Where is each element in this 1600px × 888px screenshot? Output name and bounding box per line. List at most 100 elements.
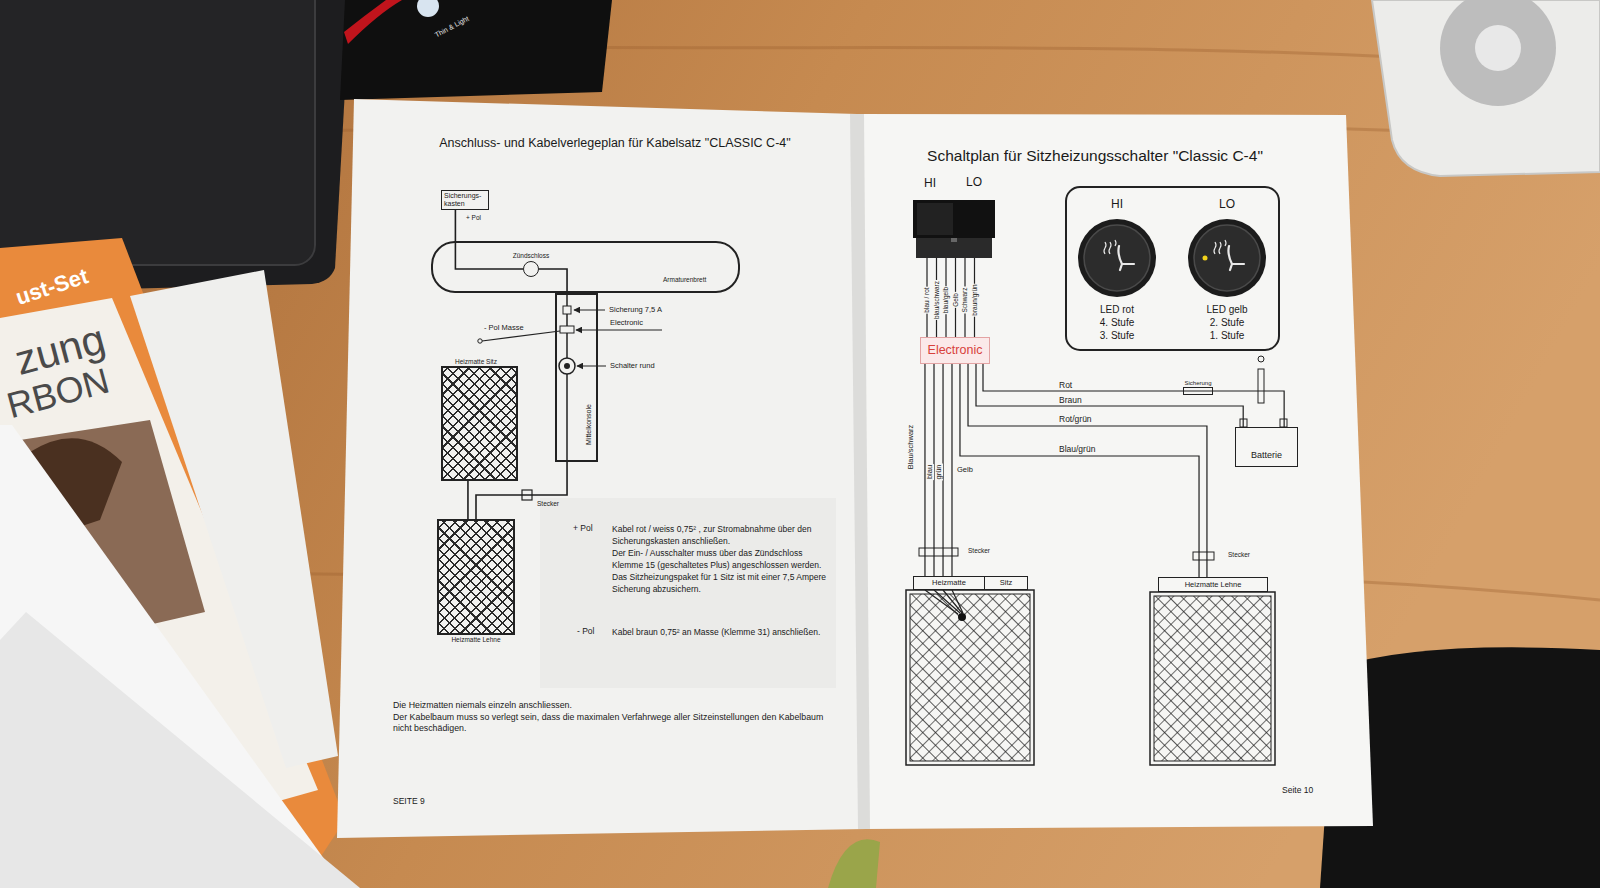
laptop-deck [0, 0, 315, 265]
mug-rim [828, 839, 880, 888]
switch-base [916, 236, 992, 258]
node-label: Sitz [985, 577, 1027, 589]
switch-pins [927, 258, 975, 337]
switch-rocker [913, 200, 995, 238]
wire [455, 210, 523, 269]
note-text: Der Ein- / Ausschalter muss über das Zün… [612, 547, 830, 571]
wire-color-label: Braun [1058, 395, 1083, 405]
open-booklet [337, 99, 1373, 838]
back-mat-drawing [1150, 592, 1275, 765]
connector-label: Stecker [968, 547, 990, 555]
battery: Batterie [1235, 427, 1298, 467]
switch-rocker-face [917, 203, 953, 235]
music-player [1372, 0, 1600, 176]
node-label: Heizmatte Sitz [455, 358, 497, 366]
node-label: Zündschloss [513, 252, 550, 260]
pin-wire-label: blau/schwarz [933, 280, 941, 320]
pin-wire-label: braun/grün [971, 283, 979, 316]
node-label: Sicherung [1184, 380, 1211, 387]
terminal-label: - Pol [577, 626, 594, 636]
connector-label: Stecker [1228, 551, 1250, 559]
ground-wire [482, 331, 560, 341]
cable-sleeve [1258, 369, 1264, 403]
wire [951, 364, 952, 576]
wire [467, 481, 469, 519]
wire [976, 364, 1243, 427]
center-button [1475, 25, 1521, 71]
connector-label: Stecker [537, 500, 559, 508]
page-title: Anschluss- und Kabelverlegeplan für Kabe… [400, 136, 830, 151]
battery-terminal [1280, 419, 1287, 427]
fuse-element [1184, 388, 1212, 394]
button-face [1078, 219, 1156, 297]
callout-label: Sicherung 7,5 A [609, 305, 662, 314]
rocker-switch [913, 200, 995, 337]
seat-icon [1118, 246, 1134, 270]
node-label: Mittelkonsole [585, 404, 593, 445]
left-page [337, 99, 866, 838]
wire-color-label: Gelb [956, 465, 974, 474]
mat-outline [1150, 592, 1275, 765]
node-label: HI [1111, 197, 1123, 211]
switch-label: HI [924, 176, 936, 190]
node-label: Heizmatte Lehne [451, 636, 500, 644]
wire-color-label: blau [926, 464, 934, 480]
leader-arrow [577, 366, 606, 367]
note-text: Die Heizmatten niemals einzeln anschlies… [393, 700, 843, 712]
dashboard-outline: ArmaturenbrettZündschloss [431, 241, 740, 293]
center-console: Mittelkonsole [555, 293, 598, 462]
fuse-symbol [563, 306, 571, 314]
connector-symbol [1193, 552, 1214, 560]
wire-color-label: Rot [1058, 380, 1073, 390]
bleed-through-shade [540, 498, 836, 688]
node-label: LED rot 4. Stufe 3. Stufe [1095, 303, 1139, 342]
mat-header: Heizmatte Lehne [1158, 577, 1268, 592]
wire [1213, 391, 1284, 427]
wire-color-label: Rot/grün [1058, 414, 1093, 424]
button-rim [1078, 219, 1156, 297]
terminal-label: + Pol [466, 214, 481, 222]
button-face [1188, 219, 1266, 297]
node-label: Batterie [1251, 450, 1282, 461]
node-label: LO [1219, 197, 1235, 211]
node-label: Heizmatte Lehne [1185, 580, 1242, 589]
mat-outline [906, 590, 1034, 765]
note-text: Kabel braun 0,75² an Masse (Klemme 31) a… [612, 626, 830, 638]
console-wire [566, 293, 568, 462]
wire-color-label: Blau/grün [1058, 444, 1096, 454]
wire [539, 269, 567, 293]
mat-junction [958, 613, 966, 621]
brochures [0, 238, 360, 888]
round-switch-symbol [559, 358, 575, 374]
wire [983, 364, 1183, 391]
text-column: Die Heizmatten niemals einzeln anschlies… [393, 700, 843, 735]
note-text: Der Kabelbaum muss so verlegt sein, dass… [393, 712, 843, 735]
round-switch-center [564, 363, 570, 369]
page-number: Seite 10 [1282, 785, 1313, 795]
callout-label: Electronic [610, 318, 643, 327]
box-lid [340, 0, 612, 100]
button-rim [1188, 219, 1266, 297]
node-label: Sicherungs- kasten [444, 192, 486, 208]
grey-sheet [0, 612, 360, 888]
button-ring [1194, 225, 1260, 291]
electronic-box: Electronic [920, 337, 990, 364]
brochure-print: ust-Set [13, 263, 92, 311]
heating-mat: Heizmatte Sitz [441, 366, 518, 481]
terminal-label: + Pol [573, 523, 593, 533]
led-dot [1203, 256, 1208, 261]
pin-wire-label: Gelb [952, 292, 960, 308]
wire [968, 364, 1207, 577]
note-text: Das Sitzheizungspaket für 1 Sitz ist mit… [612, 571, 830, 595]
node-label: Heizmatte [914, 577, 985, 589]
heat-waves [1214, 240, 1226, 254]
logo [417, 0, 439, 17]
wire [960, 364, 1199, 577]
cable-eyelet [1258, 356, 1264, 362]
spine-shadow [850, 114, 870, 829]
led-switch-button: LOLED gelb 2. Stufe 1. Stufe [1188, 219, 1266, 297]
